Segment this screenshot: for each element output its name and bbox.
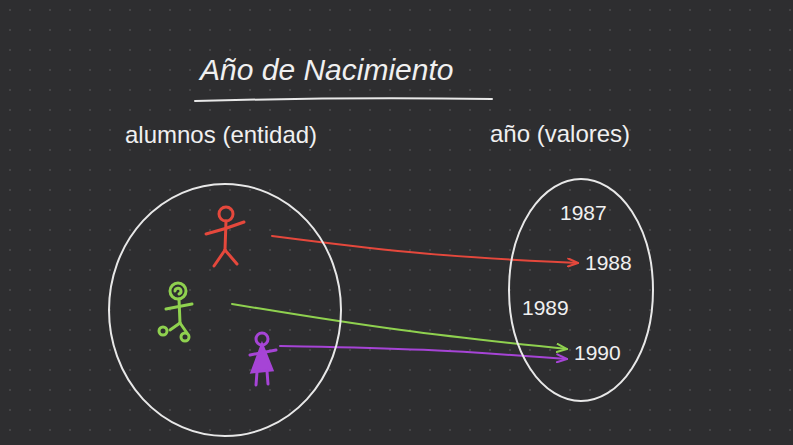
value-label: 1988 [583, 250, 634, 275]
year-value: 1990 [572, 340, 623, 366]
diagram-title: Año de Nacimiento [200, 52, 453, 88]
set-heading: año (valores) [490, 120, 630, 149]
entity-set-ellipse: alumnos (entidad) [108, 183, 342, 437]
purple-student-figure [250, 333, 276, 385]
ellipse-outline [108, 183, 342, 437]
red-student-figure [206, 207, 244, 266]
set-heading: alumnos (entidad) [125, 121, 317, 150]
value-label: 1987 [558, 200, 609, 225]
value-label: 1989 [520, 295, 571, 320]
green-student-figure [159, 283, 192, 341]
year-value: 1988 [583, 250, 634, 276]
year-value: 1987 [558, 200, 609, 226]
year-value: 1989 [520, 295, 571, 321]
ellipse-outline [509, 179, 653, 401]
value-set-ellipse: año (valores)1987198819891990 [508, 178, 654, 402]
mapping-arrow [272, 236, 578, 263]
title-underline [195, 98, 492, 101]
ellipse-outline [109, 184, 341, 436]
value-label: 1990 [572, 340, 623, 365]
